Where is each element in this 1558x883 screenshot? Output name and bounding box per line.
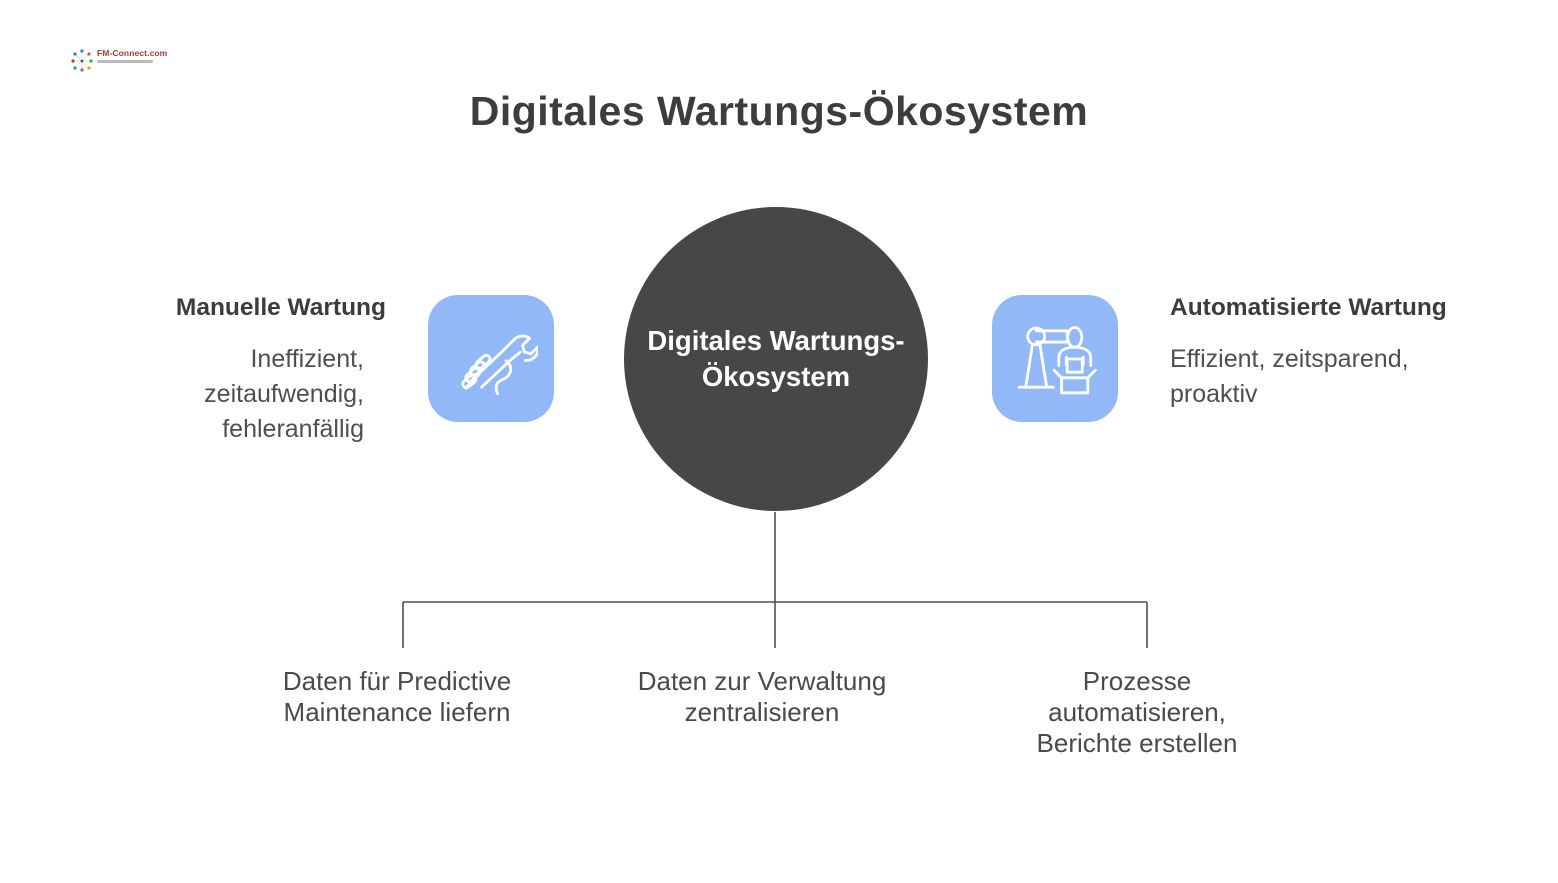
manual-maintenance-heading: Manuelle Wartung: [175, 294, 386, 321]
wrench-in-hand-icon: [461, 334, 538, 395]
automated-maintenance-description: Effizient, zeitsparend, proaktiv: [1170, 345, 1409, 408]
logo-network-icon: [71, 49, 93, 72]
logo-tagline: [97, 60, 153, 63]
manual-maintenance-description: Ineffizient, zeitaufwendig, fehleranfäll…: [204, 345, 364, 443]
robot-arm-packing-icon: [1017, 325, 1097, 394]
automated-maintenance-text: Automatisierte Wartung Effizient, zeitsp…: [1170, 294, 1447, 412]
automated-maintenance-heading: Automatisierte Wartung: [1170, 294, 1447, 321]
manual-maintenance-text: Manuelle Wartung Ineffizient, zeitaufwen…: [176, 294, 386, 447]
page-title: Digitales Wartungs-Ökosystem: [469, 88, 1089, 134]
branch-label-centralize-data: Daten zur Verwaltung zentralisieren: [637, 666, 887, 727]
automated-maintenance-tile: [992, 295, 1118, 422]
logo: FM-Connect.com: [70, 48, 167, 72]
branch-label-automate-processes: Prozesse automatisieren, Berichte erstel…: [1036, 666, 1238, 758]
branch-label-predictive-maintenance: Daten für Predictive Maintenance liefern: [282, 666, 512, 727]
center-node-label: Digitales Wartungs- Ökosystem: [647, 325, 905, 392]
logo-text-stack: FM-Connect.com: [97, 48, 167, 63]
center-node: Digitales Wartungs- Ökosystem: [624, 207, 928, 511]
manual-maintenance-tile: [428, 295, 554, 422]
logo-text: FM-Connect.com: [97, 48, 168, 58]
